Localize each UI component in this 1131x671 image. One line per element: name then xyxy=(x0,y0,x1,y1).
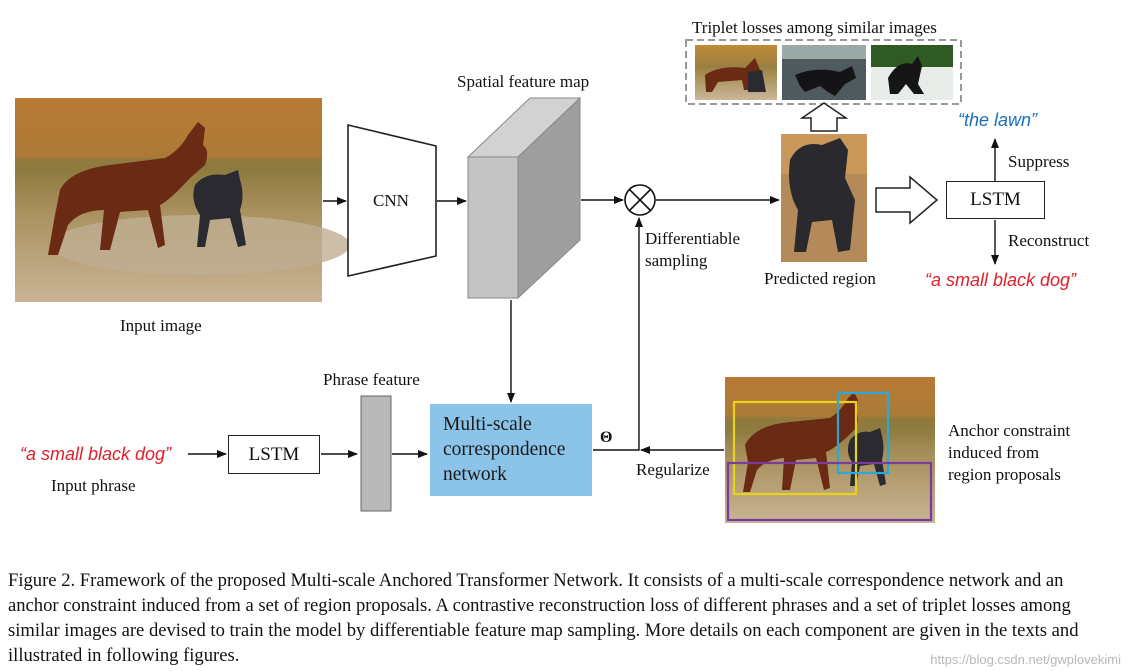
input-phrase-label: Input phrase xyxy=(51,476,136,495)
input-image-label: Input image xyxy=(120,316,202,335)
msc-line-1: Multi-scale xyxy=(443,414,532,435)
sampling-label: sampling xyxy=(645,251,708,270)
anchor-image xyxy=(725,377,935,523)
phrase-feature-label: Phrase feature xyxy=(323,370,420,389)
predicted-region-label: Predicted region xyxy=(764,269,876,288)
regularize-label: Regularize xyxy=(636,460,710,479)
triplet-loss-group xyxy=(685,39,962,105)
phrase-feature-bar xyxy=(360,395,392,512)
anchor-constraint-label: Anchor constraint induced from region pr… xyxy=(948,421,1071,484)
arrow-theta-to-multiply xyxy=(593,217,643,451)
spatial-feature-map xyxy=(466,96,582,300)
msc-line-3: network xyxy=(443,464,507,485)
triplet-losses-label: Triplet losses among similar images xyxy=(692,18,937,37)
lstm-left-label: LSTM xyxy=(248,443,300,465)
quote-the-lawn: “the lawn” xyxy=(958,110,1038,130)
suppress-label: Suppress xyxy=(1008,152,1070,171)
predicted-region-image xyxy=(781,134,867,262)
multi-scale-correspondence-network: Multi-scale correspondence network xyxy=(430,404,592,496)
quote-small-black-dog-left: “a small black dog” xyxy=(20,444,172,464)
spatial-feature-map-label: Spatial feature map xyxy=(457,72,590,91)
differentiable-label: Differentiable xyxy=(645,229,741,248)
lstm-left-box: LSTM xyxy=(228,435,320,474)
lstm-right-label: LSTM xyxy=(970,189,1021,210)
hollow-arrow-up xyxy=(799,102,849,132)
figure-caption: Figure 2. Framework of the proposed Mult… xyxy=(8,570,1079,666)
multiply-operator xyxy=(624,184,656,216)
cnn-block xyxy=(347,123,437,278)
reconstruct-label: Reconstruct xyxy=(1008,231,1090,250)
msc-line-2: correspondence xyxy=(443,439,566,460)
theta-label: Θ xyxy=(600,429,613,446)
input-image xyxy=(15,98,350,302)
cnn-label: CNN xyxy=(373,191,409,210)
watermark: https://blog.csdn.net/gwplovekimi xyxy=(930,652,1121,667)
quote-small-black-dog-right: “a small black dog” xyxy=(925,270,1077,290)
lstm-right-box: LSTM xyxy=(946,181,1045,219)
hollow-arrow-right xyxy=(875,175,939,225)
